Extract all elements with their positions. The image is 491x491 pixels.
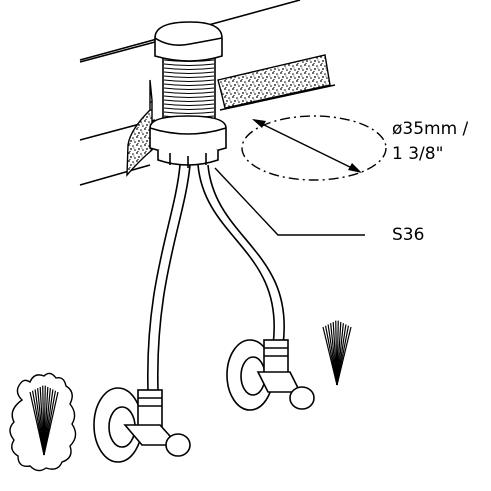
- top-cap: [154, 21, 223, 62]
- angle-valve-left: [93, 387, 191, 463]
- steam-cloud-icon: [9, 372, 77, 472]
- mounting-nut: [149, 115, 227, 168]
- leader-line: [214, 167, 365, 236]
- flexible-hoses: [147, 164, 286, 391]
- hole-indicator: [241, 115, 387, 181]
- threaded-shank: [162, 54, 216, 124]
- hole-diameter-label: ø35mm /: [392, 119, 469, 139]
- spray-icon: [322, 320, 352, 386]
- sealing-band: [126, 54, 331, 177]
- wrench-size-label: S36: [392, 225, 425, 245]
- angle-valve-right: [226, 339, 315, 411]
- hole-diameter-label-inch: 1 3/8": [392, 144, 444, 164]
